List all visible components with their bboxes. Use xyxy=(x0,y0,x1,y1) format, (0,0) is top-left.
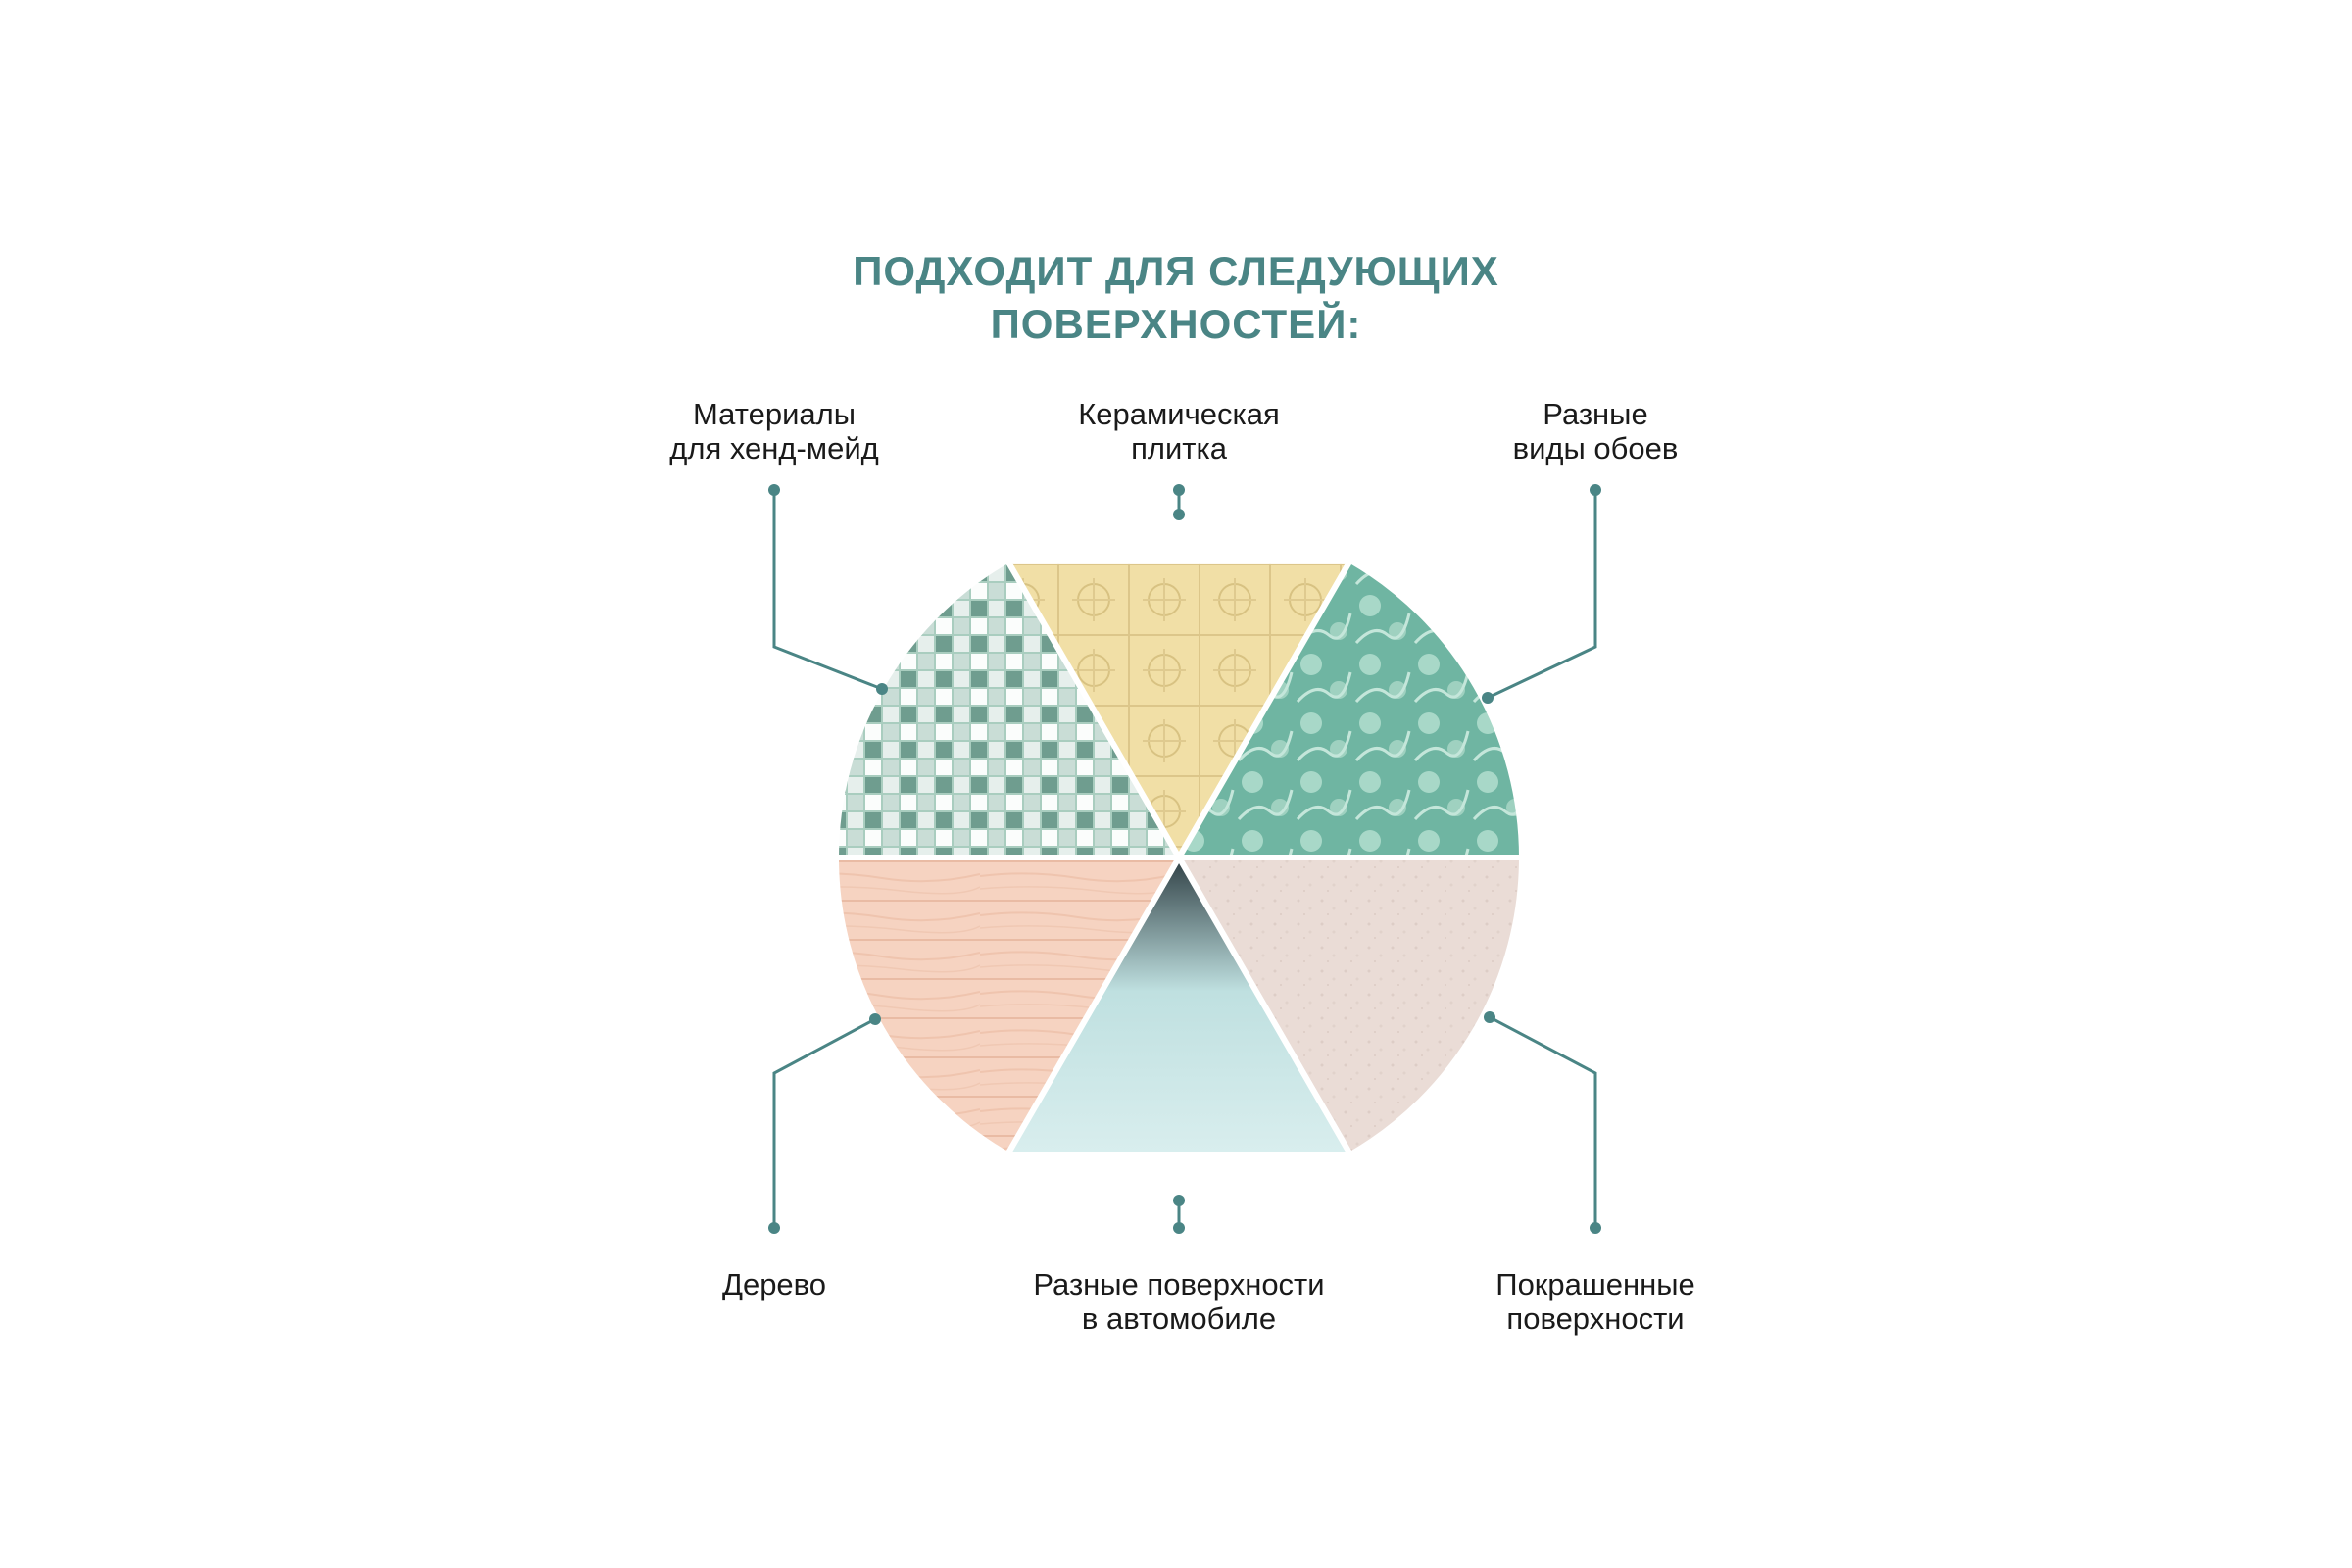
leader-dot-wallpaper-label xyxy=(1590,484,1601,496)
leader-dot-wood-wedge xyxy=(869,1013,881,1025)
title-line-1: ПОДХОДИТ ДЛЯ СЛЕДУЮЩИХ xyxy=(853,248,1499,294)
label-ceramic-label-line1: Керамическая xyxy=(1078,397,1280,431)
leader-dot-wallpaper-wedge xyxy=(1482,692,1494,704)
leader-line-wallpaper xyxy=(1487,490,1597,700)
leader-line-wood xyxy=(772,1017,876,1228)
leader-dot-handmade-wedge xyxy=(876,683,888,695)
leader-dot-handmade-label xyxy=(768,484,780,496)
label-wallpaper-label-line2: виды обоев xyxy=(1512,431,1679,466)
leader-dot-ceramic-label xyxy=(1173,484,1185,496)
segment-wood xyxy=(833,855,1182,1158)
segment-painted xyxy=(1176,855,1525,1158)
label-car-label-line2: в автомобиле xyxy=(1081,1301,1277,1336)
label-wood: Дерево xyxy=(549,1267,1000,1301)
leader-line-handmade xyxy=(772,490,883,691)
label-handmade-label-line1: Материалы xyxy=(693,397,856,431)
label-ceramic-label-line2: плитка xyxy=(1131,431,1227,466)
page-title: ПОДХОДИТ ДЛЯ СЛЕДУЮЩИХ ПОВЕРХНОСТЕЙ: xyxy=(0,245,2352,351)
segment-wallpaper xyxy=(1176,557,1525,860)
label-wallpaper-label-line1: Разные xyxy=(1543,397,1648,431)
label-painted-label-line2: поверхности xyxy=(1506,1301,1685,1336)
leader-dot-painted-label xyxy=(1590,1222,1601,1234)
leader-dot-wood-label xyxy=(768,1222,780,1234)
label-painted-label-line1: Покрашенные xyxy=(1495,1267,1695,1301)
leader-dot-car-wedge xyxy=(1173,1195,1185,1206)
label-car-label-line1: Разные поверхности xyxy=(1033,1267,1325,1301)
leader-line-painted xyxy=(1489,1015,1597,1228)
leader-dot-car-label xyxy=(1173,1222,1185,1234)
label-wood-label-line1: Дерево xyxy=(721,1267,827,1301)
leader-dot-painted-wedge xyxy=(1484,1011,1495,1023)
leader-dot-ceramic-wedge xyxy=(1173,509,1185,520)
label-handmade-label-line2: для хенд-мейд xyxy=(669,431,879,466)
title-line-2: ПОВЕРХНОСТЕЙ: xyxy=(990,301,1362,347)
